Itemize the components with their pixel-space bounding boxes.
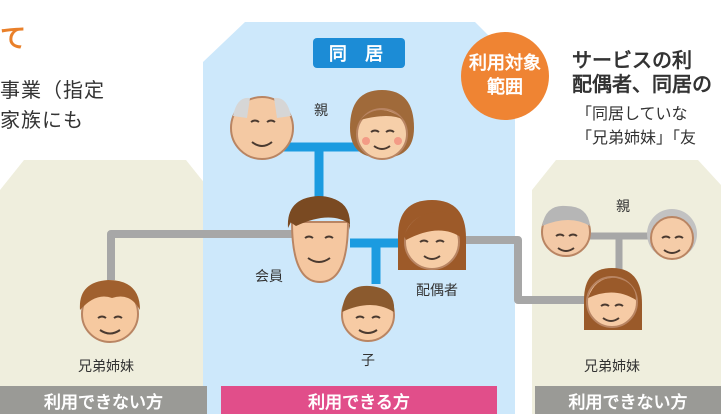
- grandmother-face: [350, 90, 414, 160]
- sibling-left-face: [79, 280, 140, 343]
- label-child: 子: [361, 353, 375, 369]
- right-note-line-1: 「同居していな: [576, 104, 688, 123]
- member-face: [287, 196, 350, 284]
- footer-cannot-use-right: 利用できない方: [535, 386, 721, 414]
- right-grandfather-face: [541, 205, 591, 257]
- right-heading-line-1: サービスの利: [572, 48, 692, 72]
- usage-scope-badge: 利用対象 範囲: [461, 32, 549, 120]
- usage-scope-badge-line-2: 範囲: [487, 77, 523, 98]
- label-spouse: 配偶者: [416, 283, 458, 299]
- footer-cannot-use-left: 利用できない方: [0, 386, 207, 414]
- description-line-1: 事業（指定: [0, 78, 105, 102]
- label-sibling-left: 兄弟姉妹: [78, 359, 134, 375]
- connector-lines: [107, 142, 664, 304]
- connector-spouse-sibling-right: [466, 236, 610, 304]
- label-parents-right: 親: [616, 199, 630, 215]
- grandfather-face: [230, 96, 294, 160]
- cohabitation-badge: 同 居: [313, 38, 405, 68]
- label-sibling-right: 兄弟姉妹: [584, 359, 640, 375]
- label-parents-center: 親: [314, 103, 328, 119]
- spouse-face: [398, 200, 466, 270]
- child-face: [341, 285, 395, 342]
- right-grandmother-face: [647, 209, 697, 260]
- section-title-fragment: て: [0, 24, 27, 54]
- sibling-right-face: [584, 268, 642, 330]
- right-note-line-2: 「兄弟姉妹」「友: [576, 128, 697, 147]
- description-line-2: 家族にも: [0, 108, 84, 132]
- label-member: 会員: [255, 269, 283, 285]
- usage-scope-badge-line-1: 利用対象: [469, 53, 541, 74]
- connector-member-sibling-left: [107, 230, 310, 280]
- right-heading-line-2: 配偶者、同居の: [572, 72, 712, 96]
- footer-can-use: 利用できる方: [221, 386, 497, 414]
